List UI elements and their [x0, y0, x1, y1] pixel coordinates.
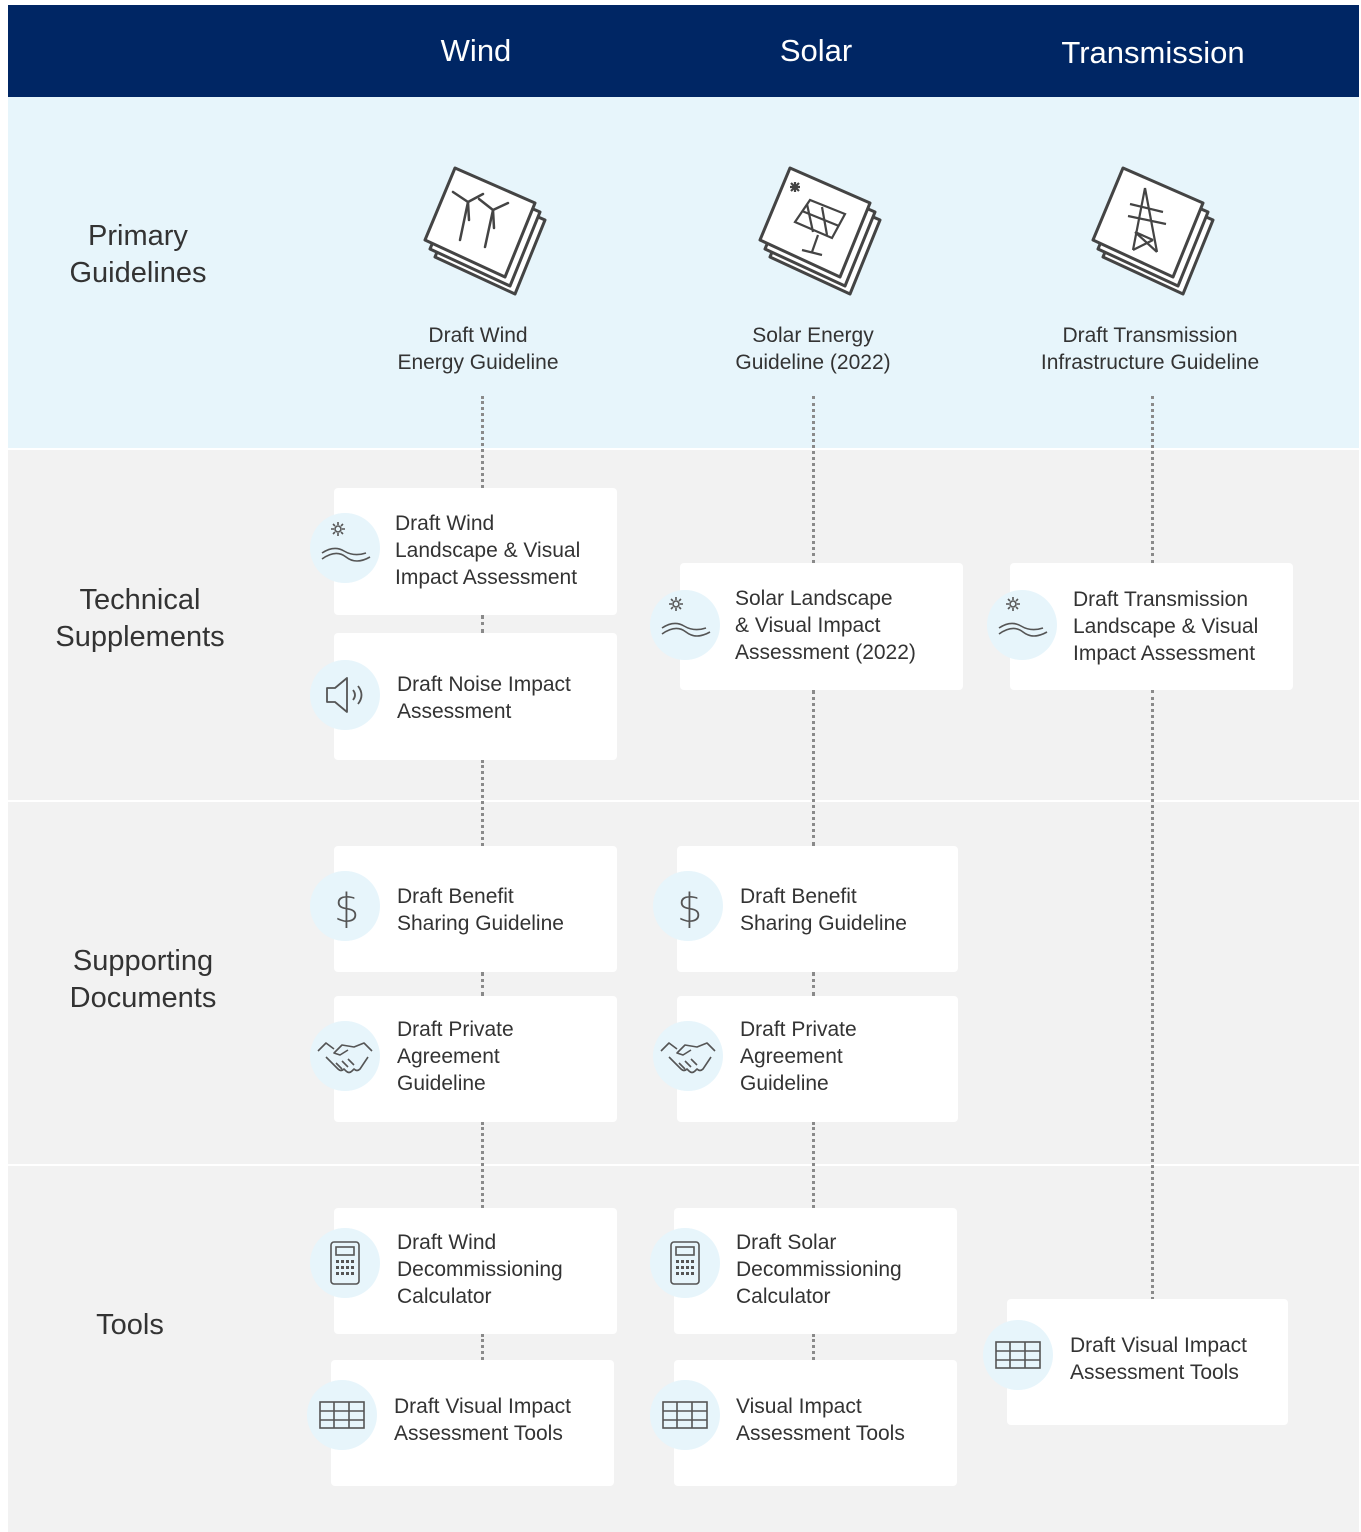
connector-line [481, 1122, 484, 1208]
calculator-icon [310, 1228, 380, 1298]
connector-line [481, 1334, 484, 1360]
connector-line [812, 1334, 815, 1360]
calculator-icon [650, 1228, 720, 1298]
connector-line [812, 396, 815, 563]
landscape-icon [310, 513, 380, 583]
table-grid-icon [650, 1380, 720, 1450]
connector-line [1151, 690, 1154, 1300]
table-grid-icon [983, 1320, 1053, 1390]
connector-line [481, 972, 484, 996]
connector-line [812, 690, 815, 846]
solar-document-icon [758, 166, 882, 296]
landscape-icon [650, 590, 720, 660]
wind-document-icon [423, 166, 547, 296]
speaker-icon [310, 660, 380, 730]
row-label-tools: Tools [96, 1309, 164, 1341]
connector-line [481, 760, 484, 846]
column-title-transmission: Transmission [1061, 35, 1245, 70]
svg-text:$: $ [677, 886, 702, 932]
connector-line [481, 396, 484, 488]
connector-line [481, 615, 484, 633]
dollar-icon: $ [310, 871, 380, 941]
connector-line [812, 972, 815, 996]
column-header-bar: Wind Solar Transmission [8, 5, 1359, 97]
svg-text:$: $ [334, 886, 359, 932]
connector-line [812, 1122, 815, 1208]
dollar-icon: $ [653, 871, 723, 941]
column-title-solar: Solar [779, 33, 853, 68]
column-title-wind: Wind [440, 33, 512, 68]
transmission-document-icon [1091, 166, 1215, 296]
connector-line [1151, 396, 1154, 563]
table-grid-icon [307, 1380, 377, 1450]
landscape-icon [987, 590, 1057, 660]
handshake-icon [310, 1021, 380, 1091]
handshake-icon [653, 1021, 723, 1091]
